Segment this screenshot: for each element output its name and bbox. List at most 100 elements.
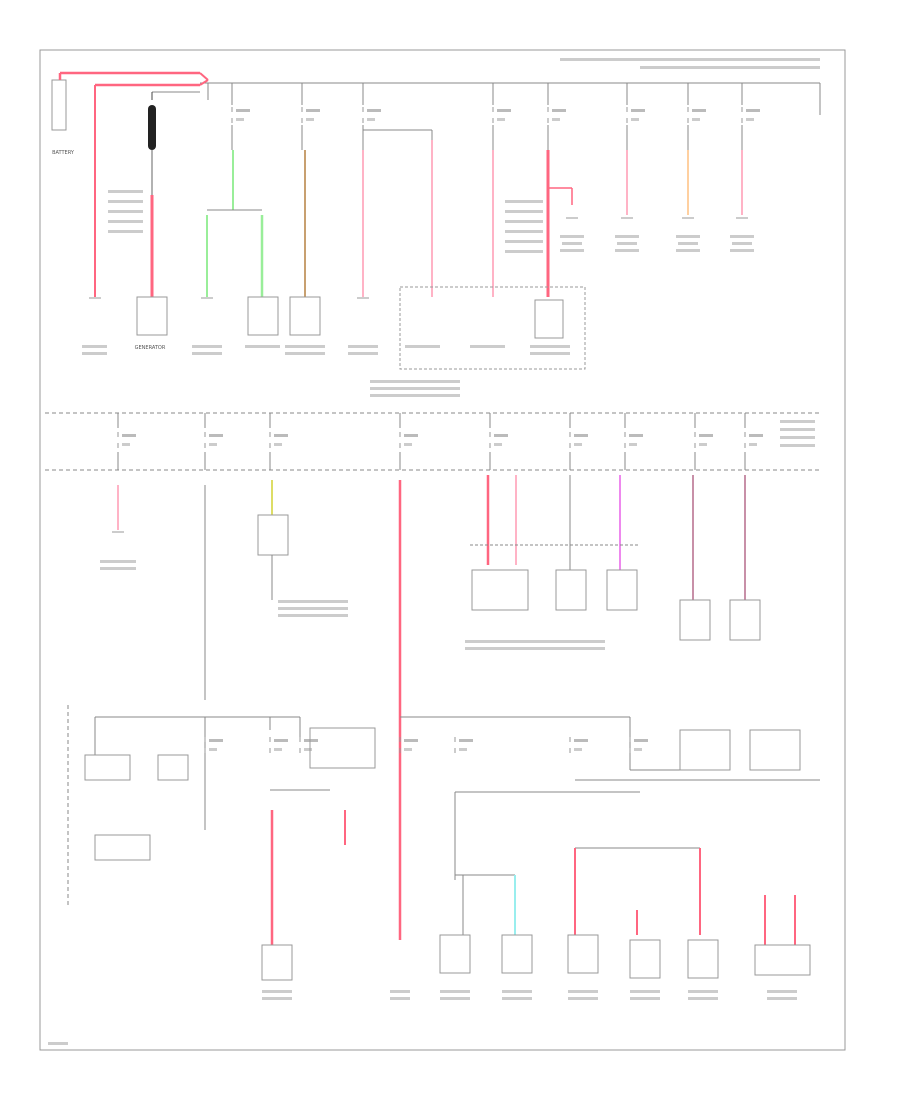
label-text bbox=[82, 352, 107, 355]
fuse-text bbox=[574, 443, 582, 446]
component-box bbox=[247, 296, 279, 336]
label-text bbox=[470, 345, 505, 348]
component-box bbox=[729, 599, 761, 641]
label-text bbox=[108, 200, 143, 203]
fuse-text bbox=[494, 434, 508, 437]
fuse-text bbox=[574, 739, 588, 742]
label-text bbox=[100, 567, 136, 570]
fuse-text bbox=[692, 109, 706, 112]
label-text bbox=[530, 345, 570, 348]
component-box bbox=[754, 944, 811, 976]
label-text bbox=[615, 235, 639, 238]
fuse-text bbox=[306, 118, 314, 121]
fusible-link bbox=[148, 105, 156, 150]
relay-box bbox=[679, 729, 731, 771]
label-text bbox=[100, 560, 136, 563]
label-text bbox=[405, 345, 440, 348]
fuse-text bbox=[404, 739, 418, 742]
relay-box bbox=[309, 727, 376, 769]
label-text bbox=[278, 614, 348, 617]
fuse-text bbox=[552, 109, 566, 112]
fuse-text bbox=[699, 434, 713, 437]
component-box bbox=[687, 939, 719, 979]
fuse-text bbox=[304, 748, 312, 751]
label-text bbox=[285, 352, 325, 355]
fuse-text bbox=[699, 443, 707, 446]
label-text bbox=[568, 997, 598, 1000]
fuse-text bbox=[236, 109, 250, 112]
label-text bbox=[505, 220, 543, 223]
label-text bbox=[440, 997, 470, 1000]
label-text bbox=[780, 428, 815, 431]
fuse-text bbox=[749, 434, 763, 437]
label-text bbox=[440, 990, 470, 993]
label-text bbox=[562, 242, 582, 245]
label-text bbox=[560, 58, 820, 61]
label-text bbox=[505, 240, 543, 243]
fuse-text bbox=[574, 748, 582, 751]
generator-box bbox=[136, 296, 168, 336]
wire bbox=[199, 79, 209, 86]
label-text bbox=[767, 990, 797, 993]
generator-label: GENERATOR bbox=[134, 345, 166, 351]
fuse-text bbox=[209, 443, 217, 446]
battery-label: BATTERY bbox=[52, 150, 74, 156]
label-text bbox=[676, 249, 700, 252]
label-text bbox=[262, 990, 292, 993]
label-text bbox=[780, 420, 815, 423]
fuse-text bbox=[552, 118, 560, 121]
label-text bbox=[640, 66, 820, 69]
component-box bbox=[679, 599, 711, 641]
fuse-text bbox=[209, 434, 223, 437]
module-box bbox=[399, 286, 586, 370]
label-text bbox=[615, 249, 639, 252]
label-text bbox=[502, 990, 532, 993]
component-box bbox=[257, 514, 289, 556]
label-text bbox=[502, 997, 532, 1000]
label-text bbox=[676, 235, 700, 238]
label-text bbox=[678, 242, 698, 245]
label-text bbox=[568, 990, 598, 993]
fuse-text bbox=[459, 748, 467, 751]
fuse-text bbox=[209, 739, 223, 742]
fuse-text bbox=[497, 118, 505, 121]
label-text bbox=[730, 249, 754, 252]
fuse-text bbox=[122, 434, 136, 437]
component-box bbox=[289, 296, 321, 336]
fuse-text bbox=[746, 109, 760, 112]
label-text bbox=[465, 647, 605, 650]
component-box bbox=[629, 939, 661, 979]
component-box bbox=[555, 569, 587, 611]
fuse-text bbox=[459, 739, 473, 742]
component-box bbox=[261, 944, 293, 981]
component-box bbox=[157, 754, 189, 781]
fuse-text bbox=[494, 443, 502, 446]
label-text bbox=[530, 352, 570, 355]
fuse-text bbox=[304, 739, 318, 742]
fuse-text bbox=[631, 109, 645, 112]
label-text bbox=[108, 190, 143, 193]
label-text bbox=[560, 249, 584, 252]
label-text bbox=[108, 230, 143, 233]
fuse-text bbox=[497, 109, 511, 112]
label-text bbox=[630, 990, 660, 993]
label-text bbox=[688, 990, 718, 993]
label-text bbox=[505, 200, 543, 203]
component-box bbox=[606, 569, 638, 611]
label-text bbox=[82, 345, 107, 348]
component-box bbox=[439, 934, 471, 974]
label-text bbox=[688, 997, 718, 1000]
label-text bbox=[617, 242, 637, 245]
label-text bbox=[730, 235, 754, 238]
fuse-text bbox=[274, 434, 288, 437]
label-text bbox=[560, 235, 584, 238]
label-text bbox=[192, 345, 222, 348]
component-box bbox=[534, 299, 564, 339]
fuse-text bbox=[746, 118, 754, 121]
label-text bbox=[767, 997, 797, 1000]
label-text bbox=[732, 242, 752, 245]
fuse-text bbox=[634, 748, 642, 751]
label-text bbox=[262, 997, 292, 1000]
